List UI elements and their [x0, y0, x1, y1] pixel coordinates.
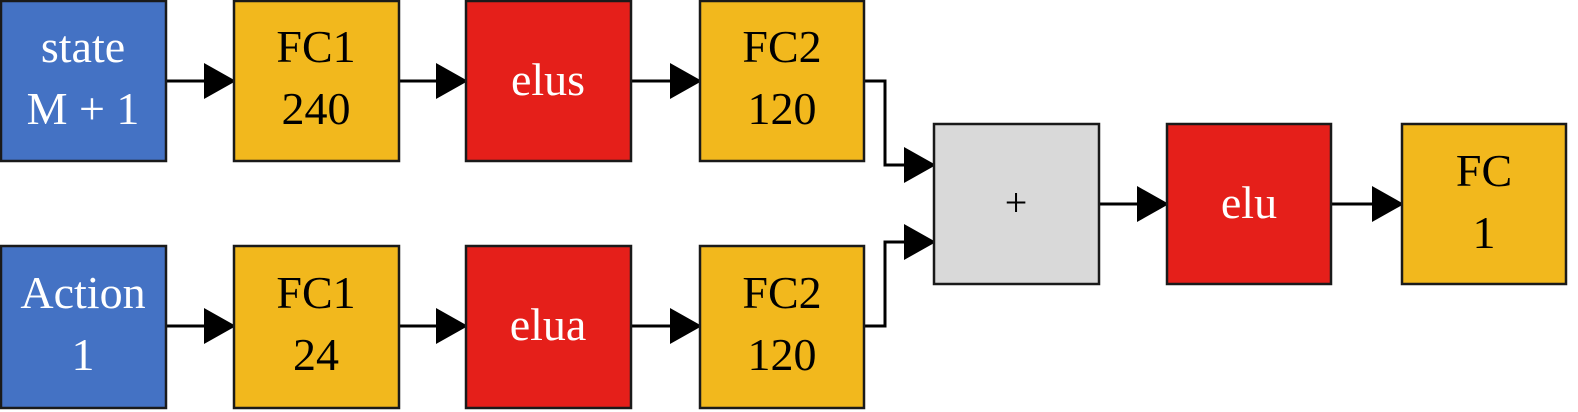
state-fc1-box: FC1 240 [232, 0, 401, 163]
action-input-line1: Action [20, 267, 145, 318]
action-fc2-box: FC2 120 [698, 244, 866, 410]
state-fc1-line2: 240 [282, 83, 351, 134]
connectors [166, 63, 1404, 344]
state-activation-box: elus [464, 0, 633, 163]
state-fc2-line2: 120 [748, 83, 817, 134]
arrow-fc2-to-sum-top [864, 79, 936, 183]
state-fc2-box: FC2 120 [698, 0, 866, 163]
action-fc2-line2: 120 [748, 329, 817, 380]
action-activation-label: elua [510, 299, 587, 350]
action-fc1-line1: FC1 [276, 267, 355, 318]
state-activation-label: elus [511, 54, 585, 105]
state-fc1-line1: FC1 [276, 21, 355, 72]
output-fc-line1: FC [1456, 145, 1512, 196]
state-input-line1: state [41, 21, 125, 72]
state-input-line2: M + 1 [27, 83, 140, 134]
action-fc1-line2: 24 [293, 329, 339, 380]
action-input-box: Action 1 [0, 244, 168, 410]
action-fc1-box: FC1 24 [232, 244, 401, 410]
state-fc2-line1: FC2 [742, 21, 821, 72]
output-fc-line2: 1 [1473, 207, 1496, 258]
action-activation-box: elua [464, 244, 633, 410]
action-fc2-line1: FC2 [742, 267, 821, 318]
action-input-line2: 1 [72, 329, 95, 380]
state-input-box: state M + 1 [0, 0, 168, 163]
merge-activation-label: elu [1221, 177, 1277, 228]
sum-label: + [1005, 180, 1028, 225]
sum-box: + [932, 122, 1101, 286]
output-fc-box: FC 1 [1400, 122, 1568, 286]
arrow-fc2-to-sum-bottom [864, 224, 936, 328]
merge-activation-box: elu [1165, 122, 1333, 286]
